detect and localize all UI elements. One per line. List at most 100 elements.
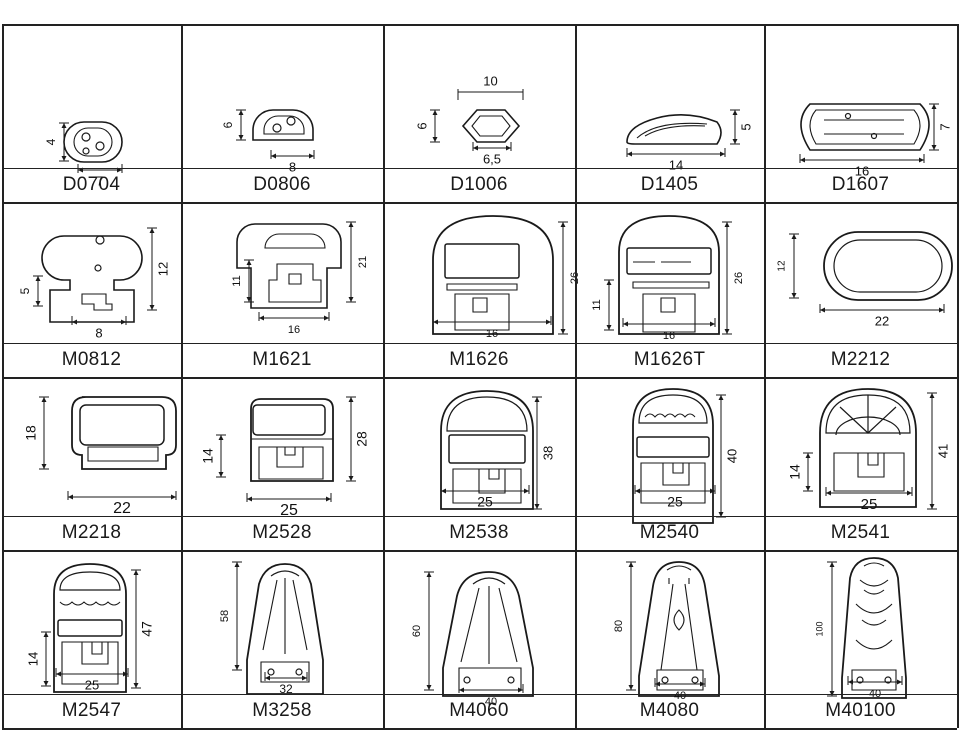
dimension-value: 60 — [411, 625, 423, 637]
profile-outline — [472, 297, 488, 313]
profile-outline — [471, 115, 511, 137]
dimension-arrow — [655, 681, 705, 687]
profile-outline — [656, 669, 704, 691]
profile-code-label: M2528 — [252, 522, 312, 543]
grid-row-line — [2, 728, 957, 730]
profile-outline — [236, 223, 342, 309]
profile-chamber — [448, 434, 526, 464]
profile-outline — [636, 122, 708, 139]
dimension-arrow — [271, 153, 314, 159]
profile-outline — [618, 215, 720, 335]
profile-outline — [432, 215, 554, 335]
dimension-value: 28 — [354, 431, 370, 447]
dimension-value: 14 — [25, 652, 40, 666]
profile-outline — [472, 577, 506, 585]
dimension-value: 40 — [869, 688, 881, 700]
profile-outline — [81, 641, 109, 665]
dimension-value: 21 — [357, 256, 369, 268]
dimension-value: 16 — [486, 328, 498, 340]
profile-drawing: 14 28 25 — [200, 396, 370, 519]
profile-outline — [660, 583, 698, 671]
dimension-value: 58 — [219, 610, 231, 622]
profile-outline — [250, 398, 334, 482]
profile-drawing: 68 — [221, 109, 315, 174]
dimension-value: 80 — [613, 620, 625, 632]
grid-column-line — [957, 24, 959, 728]
dimension-value: 8 — [95, 325, 102, 340]
profile-outline — [839, 395, 897, 434]
profile-outline — [638, 394, 708, 424]
profile-outline — [855, 562, 893, 650]
dimension-value: 25 — [280, 502, 298, 519]
profile-chamber — [79, 404, 165, 446]
profile-outline — [61, 641, 119, 685]
profile-outline — [440, 390, 534, 510]
dimension-value: 12 — [777, 260, 788, 272]
grid-row-line — [2, 377, 957, 379]
profile-code-label: D1405 — [640, 174, 699, 195]
profile-code-label: M3258 — [252, 700, 312, 721]
profile-chamber — [444, 243, 520, 279]
profile-outline — [632, 281, 710, 333]
profile-code-label: D0704 — [62, 174, 121, 195]
profile-outline — [41, 235, 143, 323]
profile-outline — [264, 233, 326, 249]
profile-outline — [260, 661, 310, 683]
profile-outline — [263, 115, 305, 135]
profile-outline — [841, 557, 907, 699]
profile-code-label: M40100 — [825, 700, 896, 721]
profile-code-label: M1626T — [633, 349, 706, 370]
profile-outline — [632, 388, 714, 524]
dimension-value: 25 — [861, 496, 878, 513]
profile-hole — [463, 676, 471, 684]
profile-outline — [252, 109, 314, 141]
dimension-value: 22 — [113, 500, 131, 517]
dimension-value: 41 — [935, 444, 950, 458]
profile-hole — [95, 141, 105, 151]
profile-outline — [857, 452, 885, 478]
profile-hole — [856, 676, 864, 684]
profile-code-label: M1626 — [449, 349, 509, 370]
profile-code-label: M4080 — [639, 700, 700, 721]
dimension-value: 14 — [200, 448, 216, 464]
profile-outline — [87, 446, 159, 462]
dimension-value: 6 — [221, 121, 235, 128]
profile-drawing: 26 16 — [432, 215, 581, 340]
profile-outline — [800, 103, 930, 151]
profile-outline — [270, 570, 300, 577]
dimension-value: 7 — [96, 173, 103, 188]
profile-hole — [95, 235, 105, 245]
profile-outline — [276, 446, 304, 468]
profile-outline — [460, 586, 518, 664]
dimension-value: 16 — [663, 330, 675, 342]
dimension-value: 25 — [667, 494, 683, 510]
profile-code-label: M0812 — [61, 349, 122, 370]
profile-hole — [82, 147, 90, 155]
grid-label-divider — [2, 694, 957, 695]
profile-code-label: D0806 — [253, 174, 311, 195]
dimension-value: 4 — [44, 138, 58, 145]
profile-code-label: M2538 — [449, 522, 509, 543]
dimension-value: 11 — [591, 299, 603, 310]
dimension-value: 26 — [569, 272, 581, 284]
dimension-value: 7 — [937, 123, 952, 130]
